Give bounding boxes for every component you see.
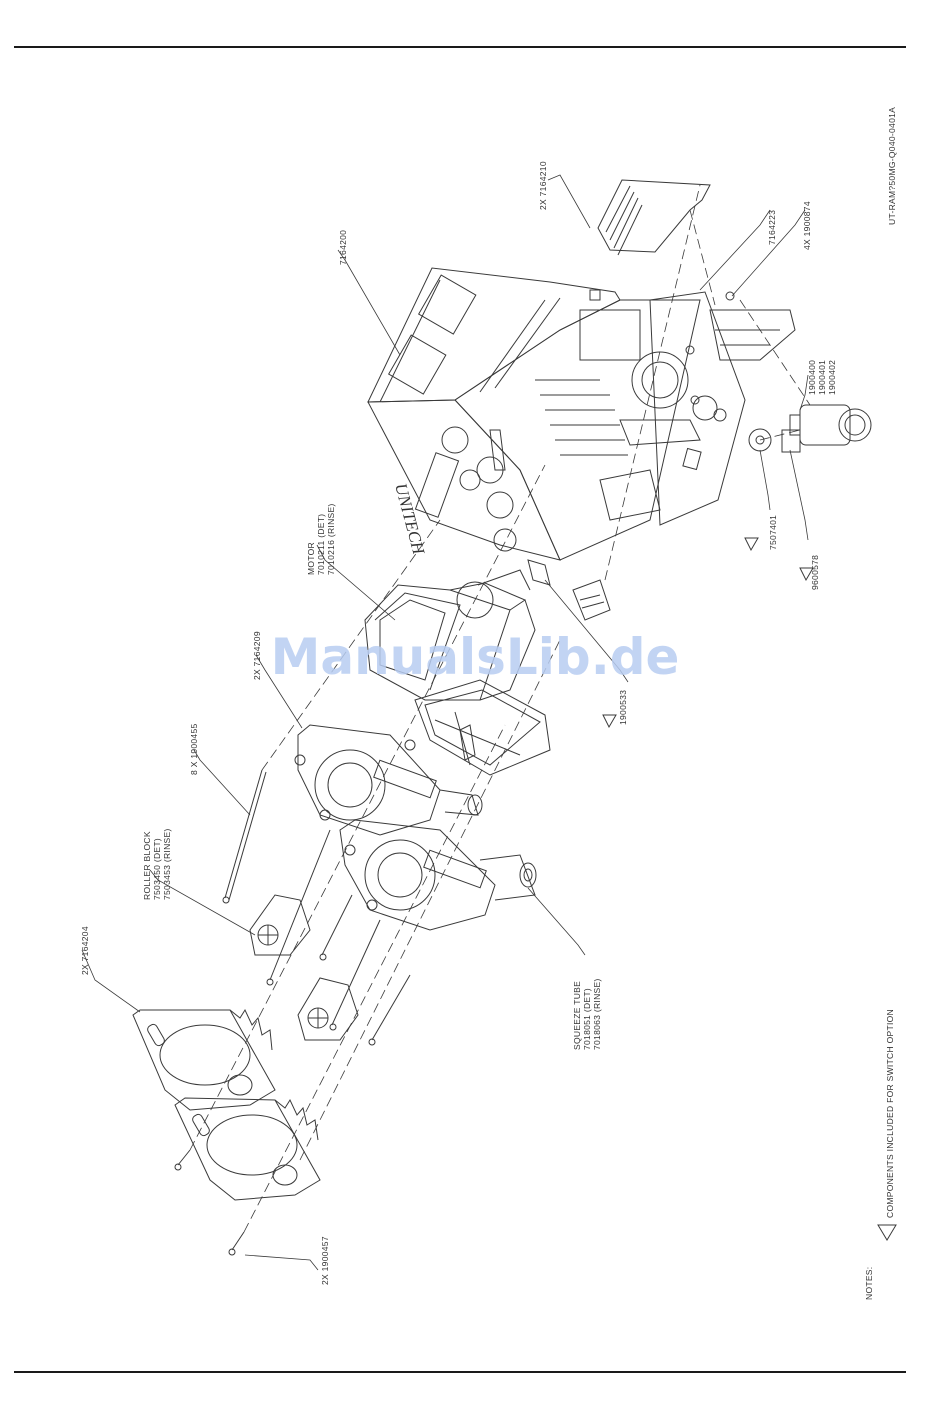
drawing-id: UT-RAM?50MG-Q040-0401A [887,107,897,225]
assembly-lines [189,184,811,1233]
callout-c12-line-1: 7503450 (DET) [152,838,162,900]
callout-c14-line-2: 7018063 (RINSE) [592,978,602,1050]
screw [725,291,735,301]
callout-c1-line-0: 2X 7164210 [538,161,548,210]
callout-c14-line-1: 7018051 (DET) [582,988,592,1050]
callout-c5-line-0: 1900400 [807,360,817,395]
cable-gland [789,404,872,446]
notes-title: NOTES: [864,1267,874,1300]
roller-block-upper [249,894,311,956]
long-screws [222,769,411,1046]
callout-c8-line-0: MOTOR [306,542,316,575]
callout-c8-line-1: 7010211 (DET) [316,514,326,575]
switch-option-markers [602,537,897,1241]
gearbox-plate [414,679,551,776]
callout-c8-line-2: 7010216 (RINSE) [326,503,336,575]
pump-head-upper [294,724,441,836]
squeeze-tube-lower [479,854,537,901]
callout-c12-line-2: 7503453 (RINSE) [162,828,172,900]
switch-connector [572,579,611,621]
callout-c3-line-0: 4X 1900874 [802,201,812,250]
callout-c5-line-1: 1900401 [817,360,827,395]
callout-labels: 2X 7164210 7164223 4X 1900874 7164200 190040… [80,161,837,1285]
callout-c10-line-0: 1900533 [618,690,628,725]
callout-c12-line-0: ROLLER BLOCK [142,831,152,900]
squeeze-tube-upper [439,789,483,816]
nut [781,429,801,453]
bottom-rule [14,1371,906,1373]
callout-c7-line-0: 9600578 [810,555,820,590]
roller-block-lower [297,977,359,1041]
top-rule [14,46,906,48]
callout-c9-line-0: 2X 7164209 [252,631,262,680]
cover-upper [132,1008,276,1111]
callout-c11-line-0: 8 X 1900455 [189,723,199,775]
callout-c2-line-0: 7164223 [767,210,777,245]
motor [364,569,536,701]
notes-item: COMPONENTS INCLUDED FOR SWITCH OPTION [885,1009,895,1218]
callout-c15-line-0: 2X 1900457 [320,1236,330,1285]
cover-lower [174,1097,321,1201]
callout-c6-line-0: 7507401 [768,515,778,550]
housing-brand-text: UNITECH [391,481,429,558]
callout-c13-line-0: 2X 7164204 [80,926,90,975]
leader-lines [81,174,809,1271]
mounting-rail [597,179,711,256]
cover-screw-lower [231,1231,245,1251]
switch-cover-plate [649,291,746,526]
callout-c4-line-0: 7164200 [338,230,348,265]
cover-screw-upper [177,1149,191,1166]
callout-c5-line-2: 1900402 [827,360,837,395]
pump-head-lower [339,819,496,931]
switch-rail [709,309,796,361]
callout-c14-line-0: SQUEEZE TUBE [572,981,582,1050]
main-housing [367,267,701,586]
